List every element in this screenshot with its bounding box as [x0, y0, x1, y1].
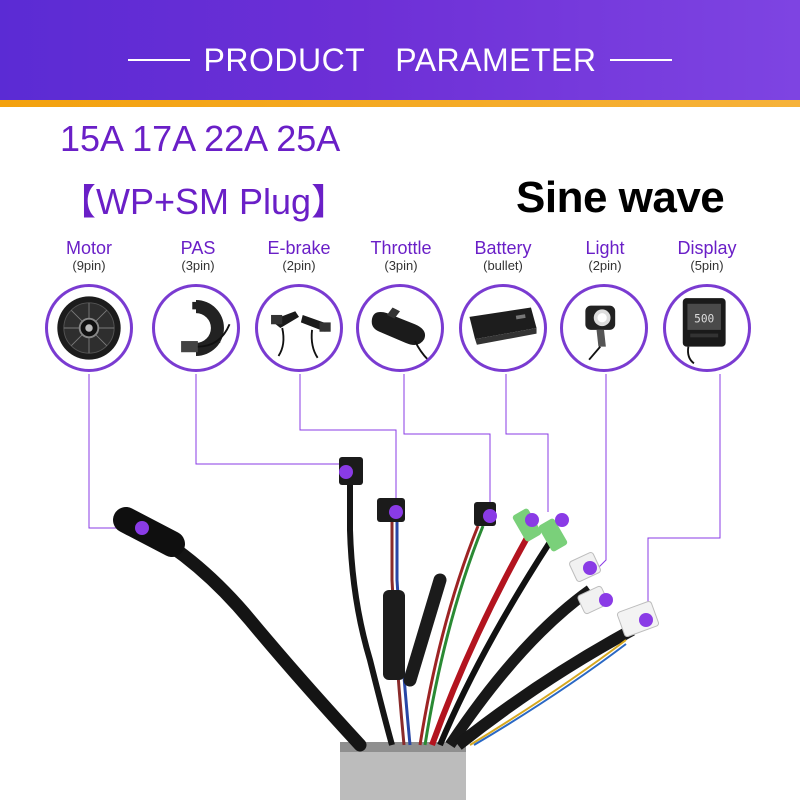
light-icon	[560, 284, 648, 372]
component-name: Throttle	[370, 238, 432, 258]
ebrake-icon	[255, 284, 343, 372]
label-throttle: Throttle (3pin)	[346, 238, 456, 274]
component-pins: (5pin)	[690, 258, 724, 273]
component-pins: (2pin)	[282, 258, 316, 273]
motor-icon	[45, 284, 133, 372]
label-ebrake: E-brake (2pin)	[244, 238, 354, 274]
battery-icon	[459, 284, 547, 372]
component-pins: (2pin)	[588, 258, 622, 273]
display-readout: 500	[694, 312, 714, 325]
component-name: E-brake	[267, 238, 331, 258]
label-display: Display (5pin)	[652, 238, 762, 274]
component-pins: (3pin)	[384, 258, 418, 273]
throttle-icon	[356, 284, 444, 372]
section-title: PRODUCT PARAMETER	[0, 38, 800, 82]
plug-type: 【WP+SM Plug】	[60, 181, 348, 222]
component-name: Battery	[474, 238, 532, 258]
label-motor: Motor (9pin)	[34, 238, 144, 274]
label-pas: PAS (3pin)	[143, 238, 253, 274]
header-banner	[0, 0, 800, 100]
pas-sensor-icon	[152, 284, 240, 372]
title-word-parameter: PARAMETER	[395, 41, 597, 78]
component-pins: (3pin)	[181, 258, 215, 273]
title-rule-right	[610, 59, 673, 61]
sine-wave-label: Sine wave	[516, 173, 725, 222]
component-pins: (bullet)	[483, 258, 523, 273]
current-ratings: 15A 17A 22A 25A	[60, 118, 341, 159]
display-icon: 500	[663, 284, 751, 372]
title-rule-left	[127, 59, 190, 61]
component-name: Motor	[65, 238, 112, 258]
component-name: Light	[585, 238, 625, 258]
title-word-product: PRODUCT	[203, 41, 366, 78]
component-name: PAS	[180, 238, 216, 258]
label-battery: Battery (bullet)	[448, 238, 558, 274]
component-pins: (9pin)	[72, 258, 106, 273]
component-name: Display	[677, 238, 737, 258]
header-accent-stripe	[0, 100, 800, 107]
label-light: Light (2pin)	[550, 238, 660, 274]
